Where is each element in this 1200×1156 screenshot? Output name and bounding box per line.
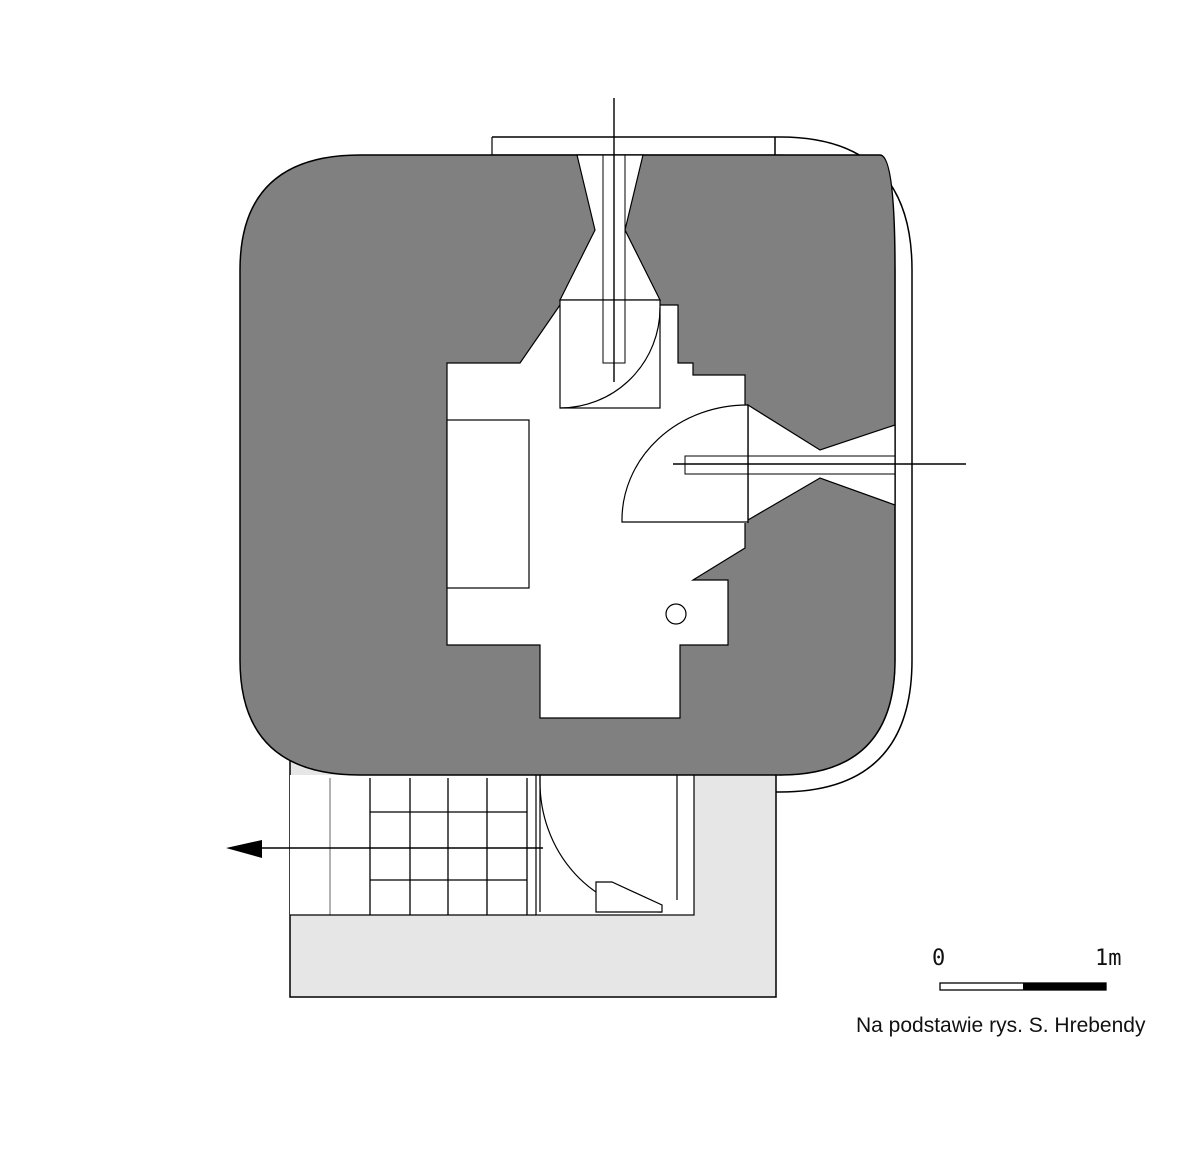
entrance-arrow-head bbox=[226, 840, 262, 858]
scale-bar bbox=[939, 982, 1107, 991]
stairs bbox=[290, 778, 536, 916]
bench bbox=[446, 419, 530, 589]
top-door-frame bbox=[559, 299, 661, 409]
top-axis-tube bbox=[602, 154, 626, 364]
drawing-credit: Na podstawie rys. S. Hrebendy bbox=[856, 1014, 1146, 1037]
entrance-door-stop bbox=[595, 881, 663, 913]
stair-area bbox=[290, 775, 536, 915]
scale-start-label: 0 bbox=[932, 946, 946, 971]
scale-end-label: 1m bbox=[1095, 946, 1122, 971]
right-axis-tube bbox=[684, 455, 896, 475]
top-door-swing bbox=[559, 307, 661, 409]
vent-fixture bbox=[665, 603, 687, 625]
